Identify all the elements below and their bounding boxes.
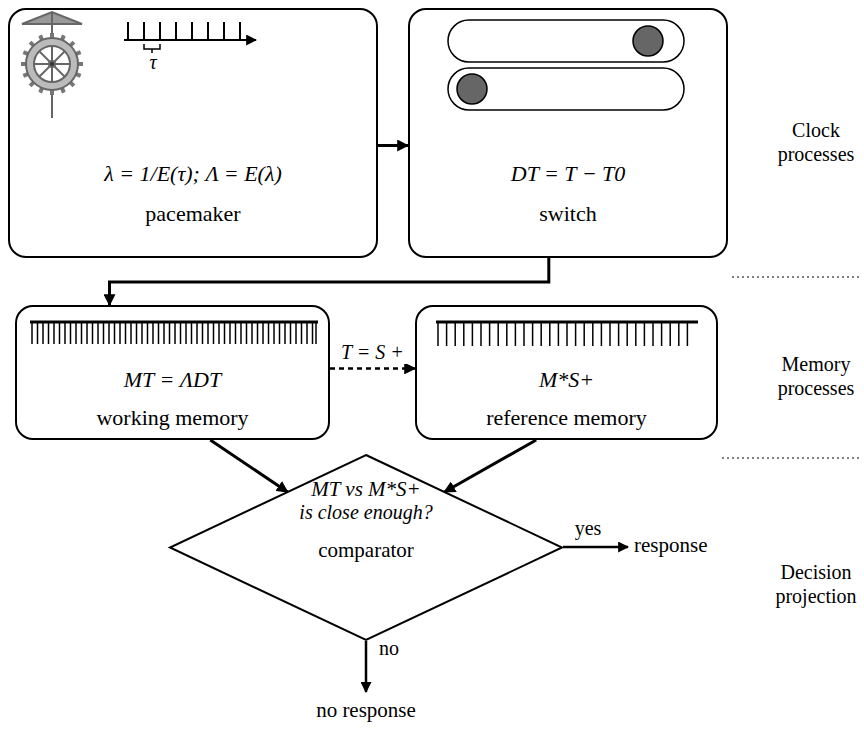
switch-box: DT = T − T0 switch [408, 8, 728, 258]
stage-label: Memory processes [770, 352, 862, 400]
flow-arrow [330, 367, 415, 370]
node-text: comparator [318, 538, 414, 562]
tick-axis [124, 22, 256, 53]
flow-arrow [378, 144, 408, 147]
formula-text: M*S+ [539, 367, 594, 392]
flow-arrow [444, 440, 536, 492]
flow-arrow [210, 440, 287, 492]
working-memory-box: MT = ΛDT working memory [15, 305, 330, 440]
reference-memory-box: M*S+ reference memory [415, 305, 718, 440]
diamond-shape [170, 455, 562, 640]
node-text: reference memory [486, 405, 647, 430]
formula-text: MT vs M*S+ [311, 477, 420, 501]
outcome-label: no response [296, 698, 436, 723]
period-symbol: τ [146, 50, 160, 74]
stage-label: Clock processes [770, 118, 862, 166]
formula-text: MT = ΛDT [124, 367, 221, 392]
flow-arrow [110, 258, 549, 305]
branch-label: no [374, 636, 404, 660]
node-text: is close enough? [299, 501, 432, 524]
formula-text: λ = 1/E(τ); Λ = E(λ) [104, 161, 282, 186]
pacemaker-box: λ = 1/E(τ); Λ = E(λ) pacemaker [8, 8, 378, 258]
branch-label: yes [568, 516, 608, 540]
node-text: working memory [96, 405, 248, 430]
stage-label: Decision projection [770, 560, 862, 608]
outcome-label: response [634, 533, 734, 558]
clock-illustration [21, 12, 83, 118]
node-text: switch [539, 201, 596, 226]
node-text: pacemaker [145, 201, 240, 226]
comparator-diamond: MT vs M*S+is close enough? comparator [170, 455, 562, 640]
edge-label: T = S + [338, 341, 407, 364]
formula-text: DT = T − T0 [511, 161, 626, 186]
switch-illustration [448, 20, 684, 110]
